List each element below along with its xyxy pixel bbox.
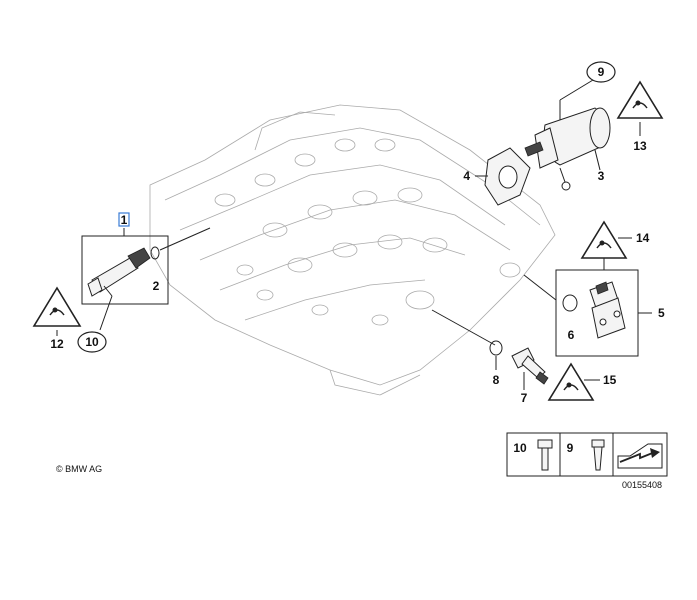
callout-13: 13 bbox=[633, 139, 647, 153]
warning-triangle-icon bbox=[547, 362, 595, 401]
callout-2: 2 bbox=[153, 279, 160, 293]
bolt-icon bbox=[537, 439, 553, 471]
warning-triangle-13: 13 bbox=[616, 80, 664, 153]
actuator-part bbox=[524, 107, 611, 191]
warning-triangle-icon bbox=[580, 220, 628, 259]
o-ring-6-part bbox=[562, 294, 578, 312]
callout-1-group: 1 2 10 bbox=[77, 212, 211, 353]
sensor-7-part bbox=[511, 347, 549, 385]
legend-label-10: 10 bbox=[513, 441, 527, 455]
document-arrow-icon bbox=[617, 443, 663, 469]
warning-triangle-icon bbox=[616, 80, 664, 119]
callout-5: 5 bbox=[658, 306, 665, 320]
callout-10: 10 bbox=[85, 335, 99, 349]
callout-8: 8 bbox=[493, 373, 500, 387]
callout-3: 3 bbox=[598, 169, 605, 183]
cylinder-head-drawing bbox=[149, 104, 556, 396]
callout-6: 6 bbox=[568, 328, 575, 342]
warning-triangle-icon bbox=[32, 286, 82, 327]
sensor-5-group: 6 5 bbox=[523, 269, 665, 357]
actuator-group: 9 3 4 bbox=[463, 61, 616, 206]
warning-triangle-15: 15 bbox=[547, 362, 617, 401]
callout-4: 4 bbox=[463, 169, 470, 183]
solenoid-valve-part bbox=[87, 247, 151, 297]
drawing-number: 00155408 bbox=[622, 480, 662, 490]
seal-8-part bbox=[489, 340, 503, 356]
copyright-text: © BMW AG bbox=[56, 464, 102, 474]
callout-7: 7 bbox=[521, 391, 528, 405]
parts-legend: 10 9 bbox=[506, 432, 668, 477]
legend-label-9: 9 bbox=[567, 441, 574, 455]
gasket-4-part bbox=[484, 147, 531, 206]
warning-triangle-12: 12 bbox=[32, 286, 82, 351]
callout-15: 15 bbox=[603, 373, 617, 387]
callout-9: 9 bbox=[598, 65, 605, 79]
callout-14: 14 bbox=[636, 231, 650, 245]
warning-triangle-14: 14 bbox=[580, 220, 650, 270]
sensor-7-group: 8 7 bbox=[431, 309, 549, 405]
screw-icon bbox=[591, 439, 605, 471]
sensor-part bbox=[589, 281, 626, 339]
callout-12: 12 bbox=[50, 337, 64, 351]
o-ring-2-part bbox=[150, 246, 160, 260]
callout-1: 1 bbox=[121, 213, 128, 227]
